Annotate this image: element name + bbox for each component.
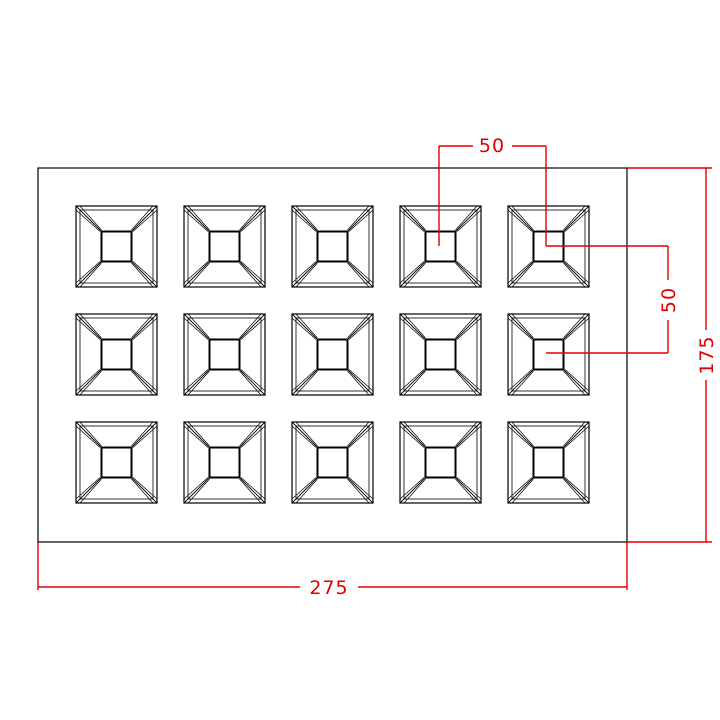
pyramid-cavity — [75, 205, 158, 288]
pyramid-cavity — [291, 421, 374, 504]
dim-pitch-horizontal — [438, 145, 547, 246]
pyramid-cavity — [75, 421, 158, 504]
pyramid-cavity — [507, 313, 590, 396]
dim-pitch-vertical — [546, 245, 669, 354]
plate-outline — [37, 167, 628, 543]
pyramid-cavity — [183, 313, 266, 396]
pyramid-cavity — [399, 421, 482, 504]
dim-overall-height-label: 175 — [696, 335, 718, 374]
pyramid-cavity — [291, 205, 374, 288]
pyramid-cavity — [399, 205, 482, 288]
pyramid-cavity — [399, 313, 482, 396]
pyramid-cavity — [183, 205, 266, 288]
pyramid-cavity — [75, 313, 158, 396]
cavity-grid — [75, 205, 590, 504]
pyramid-cavity — [507, 421, 590, 504]
pyramid-cavity — [183, 421, 266, 504]
pyramid-cavity — [291, 313, 374, 396]
dim-pitch-vertical-label: 50 — [658, 287, 680, 313]
dim-overall-width-label: 275 — [309, 577, 348, 599]
dim-overall-width — [37, 542, 628, 590]
dim-pitch-horizontal-label: 50 — [479, 135, 505, 157]
dim-overall-height — [627, 167, 712, 543]
